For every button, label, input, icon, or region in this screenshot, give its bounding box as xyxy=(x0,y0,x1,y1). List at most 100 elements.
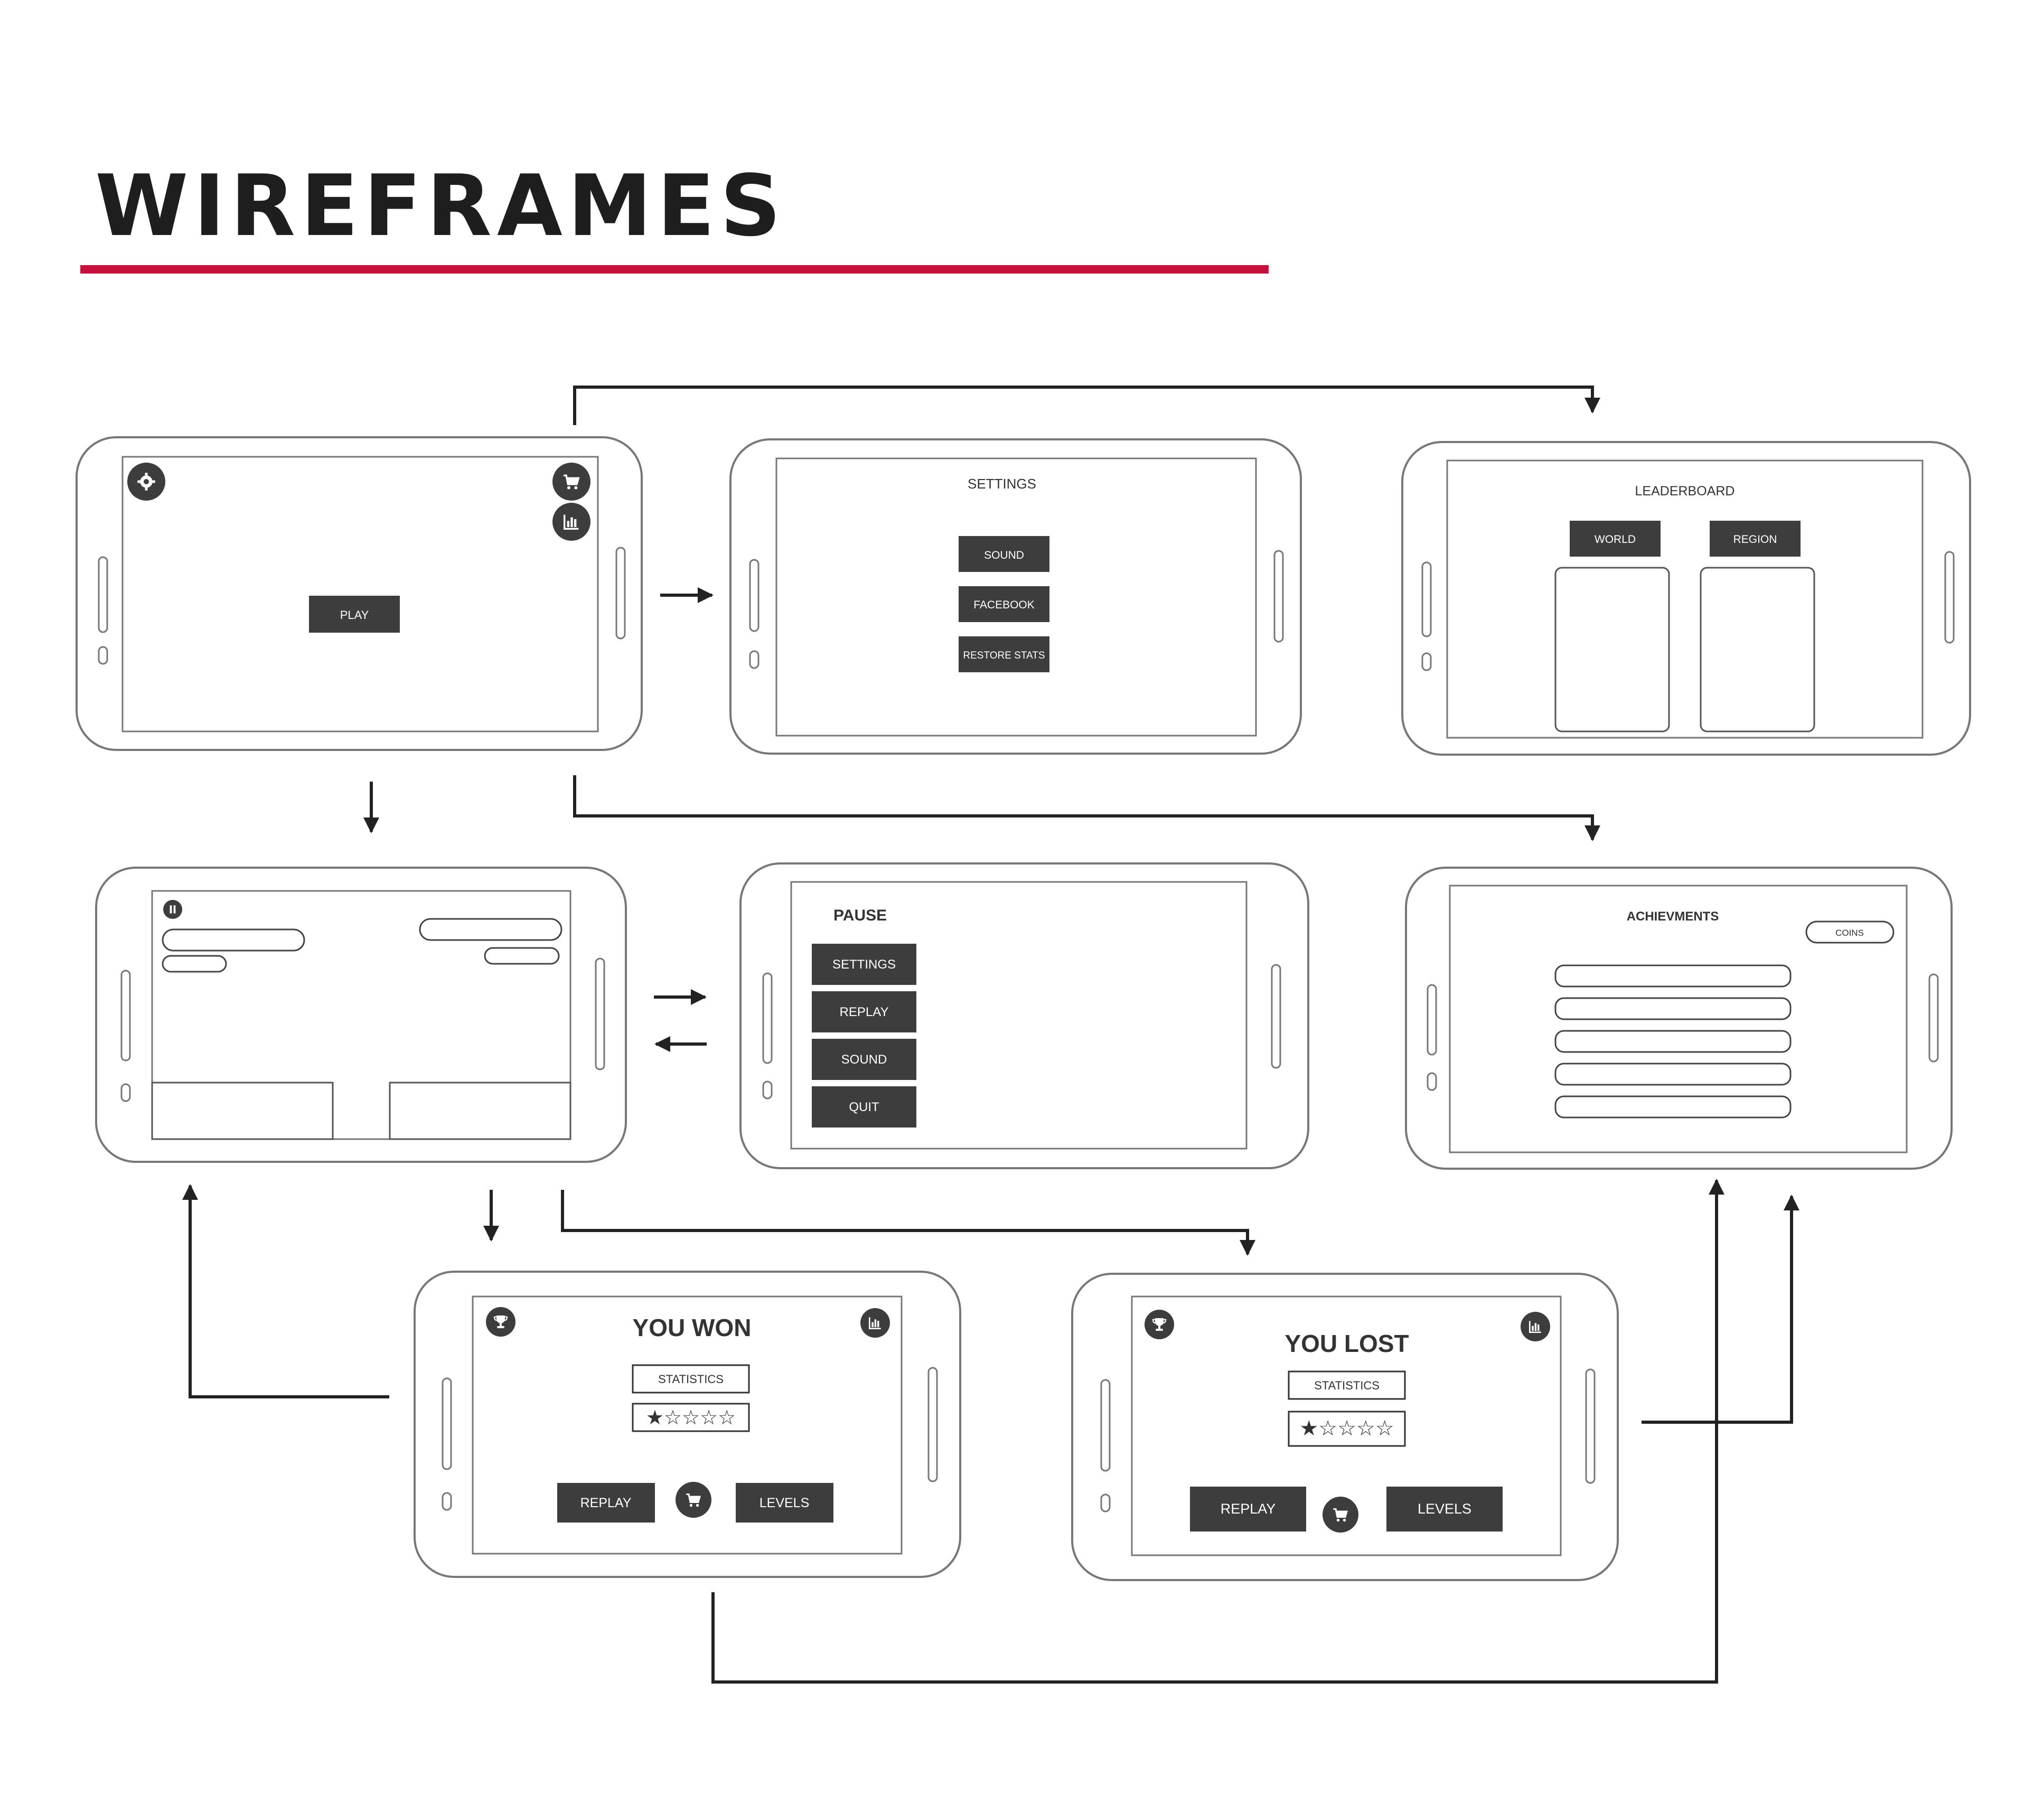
side-button xyxy=(1928,973,1939,1063)
achievement-row xyxy=(1554,997,1792,1020)
home-button xyxy=(1421,652,1432,671)
pause-screen: PAUSE SETTINGS REPLAY SOUND QUIT xyxy=(739,862,1309,1169)
screen xyxy=(121,456,599,732)
facebook-button-label: FACEBOOK xyxy=(973,599,1035,611)
pause-quit-label: QUIT xyxy=(849,1100,879,1114)
coins-label: COINS xyxy=(1835,928,1864,938)
pause-quit-button[interactable]: QUIT xyxy=(812,1086,916,1128)
arrow-lost-to-achievements xyxy=(1642,1195,1799,1424)
sound-button-label: SOUND xyxy=(984,549,1024,561)
won-levels-button[interactable]: LEVELS xyxy=(736,1483,833,1523)
pause-sound-label: SOUND xyxy=(841,1053,887,1067)
pause-settings-label: SETTINGS xyxy=(832,957,896,972)
arrow-gameplay-to-lost xyxy=(561,1190,1255,1256)
arrow-home-to-achievements xyxy=(573,775,1600,841)
sound-button[interactable]: SOUND xyxy=(959,536,1049,572)
facebook-button[interactable]: FACEBOOK xyxy=(959,586,1049,622)
pause-settings-button[interactable]: SETTINGS xyxy=(812,944,916,985)
you-lost-title: YOU LOST xyxy=(1284,1330,1409,1357)
home-button xyxy=(98,646,108,665)
pause-sound-button[interactable]: SOUND xyxy=(812,1039,916,1080)
lost-leaderboard-button[interactable] xyxy=(1521,1312,1550,1341)
side-button xyxy=(1421,561,1432,637)
home-button xyxy=(442,1492,452,1511)
side-button xyxy=(595,957,605,1070)
pause-button[interactable] xyxy=(163,900,182,919)
coins-indicator: COINS xyxy=(1805,920,1895,944)
side-button xyxy=(1585,1368,1596,1484)
side-button xyxy=(98,556,108,633)
side-button xyxy=(1273,550,1284,643)
settings-title: SETTINGS xyxy=(968,476,1036,492)
achievement-row xyxy=(1554,964,1792,988)
leaderboard-title: LEADERBOARD xyxy=(1635,484,1735,499)
region-list-panel xyxy=(1700,567,1815,732)
world-tab[interactable]: WORLD xyxy=(1570,521,1661,557)
pause-title: PAUSE xyxy=(833,907,887,924)
restore-stats-button-label: RESTORE STATS xyxy=(963,650,1045,661)
star-rating: ★☆☆☆☆ xyxy=(632,1403,750,1432)
statistics-box[interactable]: STATISTICS xyxy=(632,1364,750,1394)
lost-statistics-box[interactable]: STATISTICS xyxy=(1288,1370,1406,1400)
rating-stars: ★☆☆☆☆ xyxy=(646,1407,736,1429)
world-tab-label: WORLD xyxy=(1595,533,1636,546)
side-button xyxy=(762,972,773,1064)
title-underline xyxy=(80,265,1269,274)
settings-gear-button[interactable] xyxy=(127,463,165,501)
achievement-row xyxy=(1554,1063,1792,1086)
side-button xyxy=(1271,964,1281,1069)
play-button[interactable]: PLAY xyxy=(309,596,400,633)
coins-bar xyxy=(419,918,562,941)
leaderboard-button[interactable] xyxy=(552,503,590,541)
side-button xyxy=(1100,1379,1111,1472)
lost-trophy-button[interactable] xyxy=(1145,1310,1174,1339)
achievement-row xyxy=(1554,1030,1792,1053)
achievements-trophy-button[interactable] xyxy=(486,1307,515,1337)
you-won-screen: YOU WON STATISTICS ★☆☆☆☆ REPLAY LEVELS xyxy=(414,1271,961,1578)
home-button xyxy=(762,1080,773,1100)
left-control-area[interactable] xyxy=(151,1082,334,1140)
screen xyxy=(1446,459,1924,739)
settings-screen: SETTINGS SOUND FACEBOOK RESTORE STATS xyxy=(729,438,1302,755)
achievement-row xyxy=(1554,1095,1792,1119)
won-replay-label: REPLAY xyxy=(580,1496,632,1510)
home-screen: PLAY xyxy=(76,436,643,751)
lost-replay-button[interactable]: REPLAY xyxy=(1190,1487,1306,1531)
timer-bar xyxy=(484,947,560,965)
you-won-title: YOU WON xyxy=(633,1314,752,1341)
home-button xyxy=(749,650,760,669)
won-replay-button[interactable]: REPLAY xyxy=(557,1483,655,1523)
level-bar xyxy=(162,955,227,973)
rating-stars: ★☆☆☆☆ xyxy=(1299,1417,1394,1440)
lost-replay-label: REPLAY xyxy=(1221,1501,1276,1517)
lost-shop-button[interactable] xyxy=(1323,1497,1358,1533)
side-button xyxy=(442,1377,452,1470)
home-button xyxy=(1100,1493,1111,1512)
home-button xyxy=(1427,1072,1437,1091)
arrow-home-to-leaderboard xyxy=(573,386,1600,425)
right-control-area[interactable] xyxy=(389,1082,571,1140)
achievements-title: ACHIEVMENTS xyxy=(1627,909,1719,924)
side-button xyxy=(1427,984,1437,1056)
home-button xyxy=(120,1083,131,1102)
flow-connectors xyxy=(182,386,1799,1684)
pause-replay-button[interactable]: REPLAY xyxy=(812,991,916,1032)
pause-replay-label: REPLAY xyxy=(840,1005,889,1019)
side-button xyxy=(749,559,760,632)
arrow-won-to-gameplay xyxy=(182,1184,389,1398)
score-bar xyxy=(162,928,305,952)
lost-statistics-label: STATISTICS xyxy=(1314,1379,1380,1392)
you-lost-screen: YOU LOST STATISTICS ★☆☆☆☆ REPLAY LEVELS xyxy=(1071,1273,1619,1581)
won-shop-button[interactable] xyxy=(676,1482,711,1518)
statistics-label: STATISTICS xyxy=(658,1373,724,1386)
side-button xyxy=(927,1367,938,1482)
restore-stats-button[interactable]: RESTORE STATS xyxy=(959,636,1049,672)
region-tab[interactable]: REGION xyxy=(1710,521,1801,557)
shop-button[interactable] xyxy=(552,463,590,501)
lost-levels-button[interactable]: LEVELS xyxy=(1386,1487,1503,1531)
won-leaderboard-button[interactable] xyxy=(860,1308,890,1338)
side-button xyxy=(120,970,131,1061)
arrow-won-to-achievements xyxy=(711,1179,1724,1684)
world-list-panel xyxy=(1554,567,1670,732)
